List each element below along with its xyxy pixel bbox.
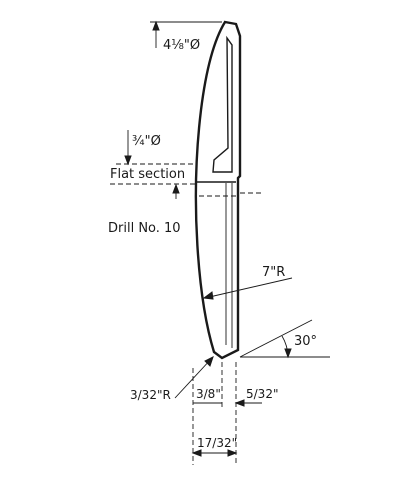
angle-label: 30° — [294, 334, 317, 349]
part-outline — [194, 20, 242, 360]
width-total-label: 17/32" — [197, 436, 237, 450]
dim-top-diameter: 4⅛"Ø — [150, 20, 222, 53]
top-diameter-label: 4⅛"Ø — [163, 38, 200, 53]
corner-radius-label: 3/32"R — [130, 388, 171, 402]
drill-label: Drill No. 10 — [108, 221, 181, 236]
dim-mid-diameter: ¾"Ø — [116, 130, 196, 166]
drill-callout: Drill No. 10 — [108, 221, 181, 236]
width-right-label: 5/32" — [246, 387, 278, 401]
dim-arc-radius: 7"R — [202, 265, 293, 300]
dim-angle: 30° — [239, 319, 330, 359]
flat-section-callout: Flat section — [110, 167, 262, 199]
arc-radius-label: 7"R — [262, 265, 285, 280]
flat-section-label: Flat section — [110, 167, 185, 182]
dim-widths: 3/8" 5/32" 17/32" — [191, 362, 278, 465]
width-left-label: 3/8" — [196, 387, 221, 401]
part-outer-profile — [194, 20, 242, 360]
mid-diameter-label: ¾"Ø — [132, 134, 161, 149]
inner-slot — [212, 35, 233, 173]
dim-corner-radius: 3/32"R — [130, 356, 214, 402]
